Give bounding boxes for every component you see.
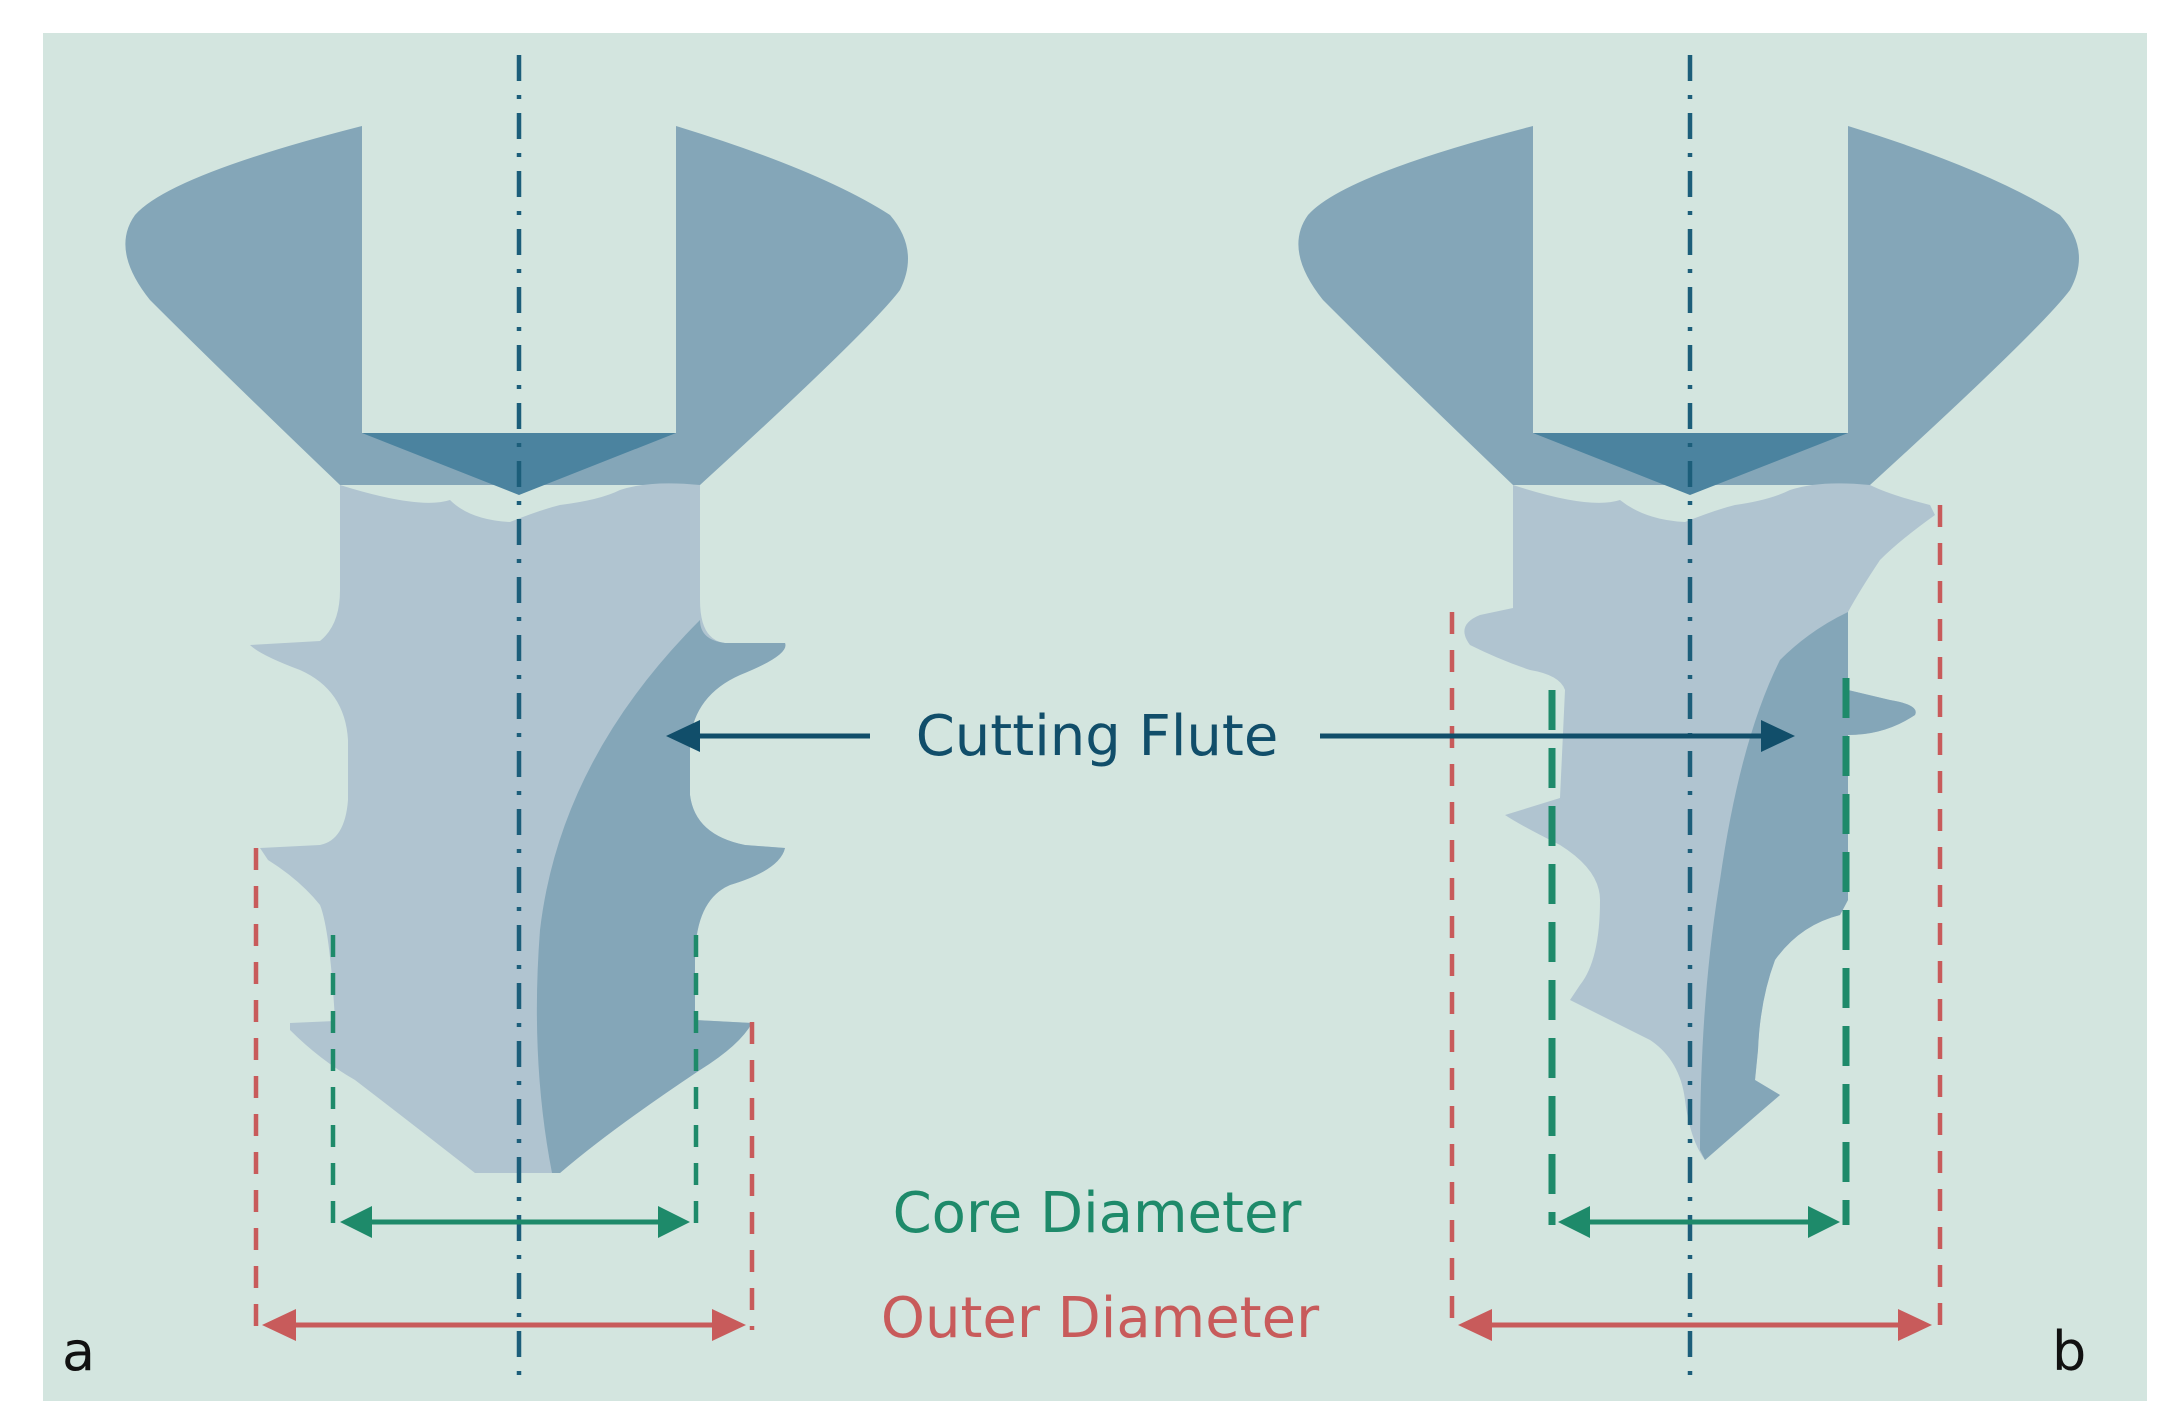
screw-b-core-arrow [1558, 1206, 1840, 1238]
screw-a-outer-arrow [262, 1309, 746, 1341]
screw-a-flute [536, 620, 786, 1173]
cutting-flute-arrow-right [1320, 720, 1795, 752]
screw-b [1298, 126, 2079, 1160]
core-diameter-label: Core Diameter [893, 1181, 1303, 1246]
panel-label-b: b [2052, 1320, 2086, 1383]
cutting-flute-label: Cutting Flute [916, 704, 1279, 769]
cutting-flute-arrow-left [666, 720, 870, 752]
screw-a-head [125, 126, 908, 485]
screw-a-core-arrow [340, 1206, 690, 1238]
screw-b-outer-arrow [1458, 1309, 1932, 1341]
panel-label-a: a [62, 1320, 95, 1383]
screw-b-flute [1700, 612, 1916, 1160]
outer-diameter-label: Outer Diameter [881, 1286, 1320, 1351]
screw-b-head [1298, 126, 2079, 485]
